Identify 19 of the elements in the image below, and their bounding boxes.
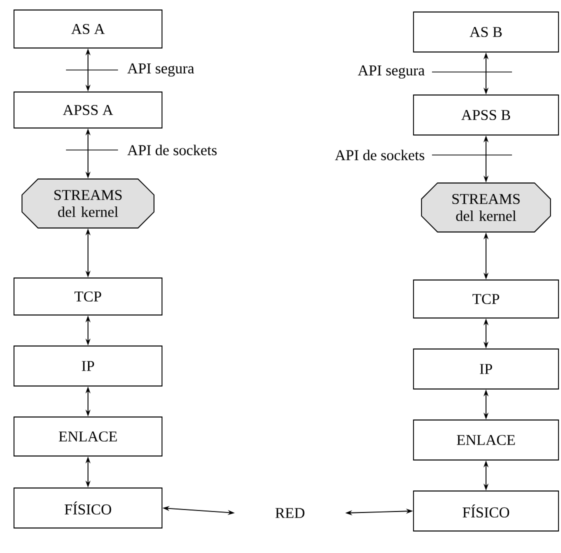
- layer-box: IP: [14, 346, 162, 386]
- network-label: RED: [275, 508, 304, 518]
- layer-box: AS B: [413, 12, 559, 52]
- layer-box: TCP: [413, 280, 559, 318]
- interface-label: API de sockets: [127, 144, 217, 156]
- layer-box: APSS A: [14, 92, 162, 128]
- layer-box: ENLACE: [14, 416, 162, 456]
- streams-box: STREAMS del kernel: [421, 182, 551, 232]
- layer-box: FÍSICO: [14, 488, 162, 528]
- interface-label: API de sockets: [334, 150, 424, 160]
- streams-box: STREAMS del kernel: [22, 178, 154, 228]
- layer-box: IP: [413, 348, 559, 390]
- layer-box: TCP: [14, 278, 162, 316]
- layer-box: ENLACE: [413, 420, 559, 460]
- interface-label: API segura: [358, 65, 425, 79]
- interface-label: API segura: [127, 63, 194, 77]
- layer-box: APSS B: [413, 94, 559, 136]
- layer-box: FÍSICO: [413, 490, 559, 532]
- layer-box: AS A: [14, 10, 162, 48]
